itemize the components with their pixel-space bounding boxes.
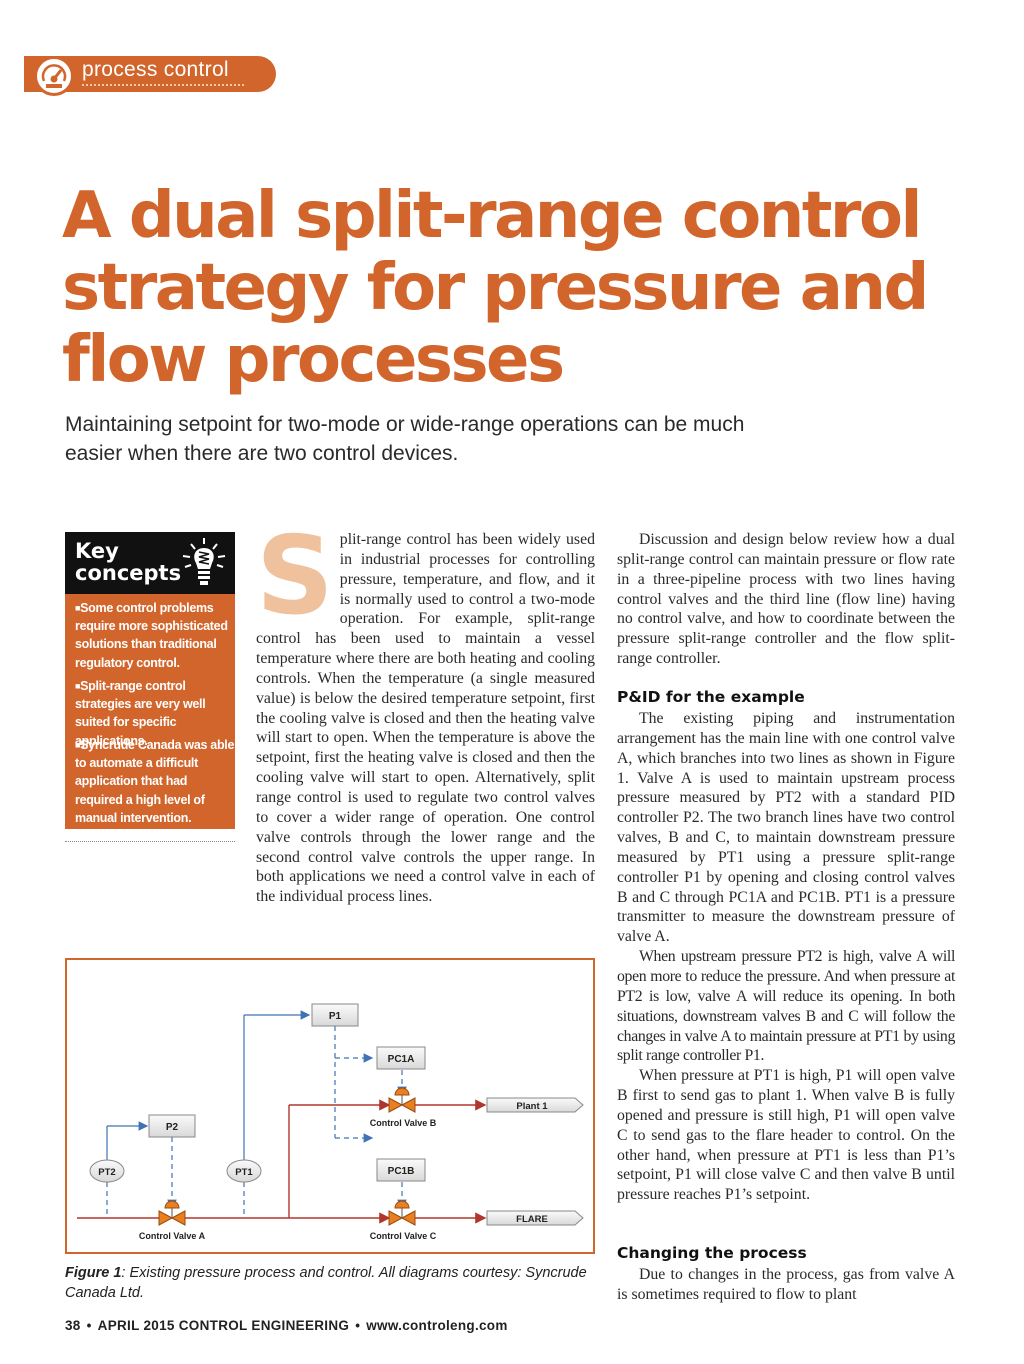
- pt2-bubble: [89, 1159, 125, 1183]
- valve-b-label: Control Valve B: [370, 1118, 437, 1128]
- pc1a-label: PC1A: [388, 1054, 415, 1065]
- figure-caption-label: Figure 1: [65, 1265, 122, 1281]
- body-paragraph: Due to changes in the process, gas from …: [617, 1266, 955, 1303]
- control-valve-b-icon: [388, 1087, 416, 1113]
- flare-label: FLARE: [516, 1214, 548, 1225]
- section-underline: [82, 84, 244, 86]
- flare-arrow: [486, 1210, 584, 1226]
- figure-1: P1 PC1A PC1B P2 PT2 PT1 Control Valve A …: [65, 958, 595, 1254]
- body-paragraph: plit-range control has been widely used …: [256, 531, 595, 906]
- pid-diagram: P1 PC1A PC1B P2 PT2 PT1 Control Valve A …: [77, 1003, 584, 1241]
- key-concept-item: Syncrude Canada was able to automate a d…: [75, 736, 235, 827]
- pc1a-box: [376, 1046, 426, 1070]
- key-concepts-heading: Key concepts: [75, 539, 182, 585]
- body-paragraph: The existing piping and instrumentation …: [617, 710, 955, 946]
- body-column-2: The existing piping and instrumentation …: [617, 709, 955, 1205]
- p1-box: [311, 1003, 359, 1027]
- p2-label: P2: [166, 1122, 179, 1133]
- p2-box: [148, 1114, 196, 1138]
- body-paragraph: When pressure at PT1 is high, P1 will op…: [617, 1067, 955, 1204]
- control-valve-a-icon: [158, 1200, 186, 1226]
- figure-caption-text: : Existing pressure process and control.…: [65, 1265, 587, 1301]
- page-number: 38: [65, 1318, 81, 1333]
- footer-url: www.controleng.com: [366, 1318, 508, 1333]
- figure-caption: Figure 1: Existing pressure process and …: [65, 1263, 595, 1303]
- pt1-label: PT1: [235, 1167, 253, 1178]
- valve-c-label: Control Valve C: [370, 1231, 437, 1241]
- valve-a-label: Control Valve A: [139, 1231, 206, 1241]
- gauge-logo-icon: [34, 56, 74, 96]
- plant1-arrow: [486, 1097, 584, 1113]
- control-valve-c-icon: [388, 1200, 416, 1226]
- pc1b-label: PC1B: [388, 1166, 415, 1177]
- changing-process-heading: Changing the process: [617, 1244, 807, 1262]
- issue-label: APRIL 2015 CONTROL ENGINEERING: [97, 1318, 350, 1333]
- article-title: A dual split-range control strategy for …: [62, 179, 929, 397]
- p1-label: P1: [329, 1011, 342, 1022]
- drop-cap: S: [256, 514, 334, 639]
- pid-heading: P&ID for the example: [617, 688, 805, 706]
- body-paragraph: Discussion and design below review how a…: [617, 531, 955, 668]
- key-concept-item: Some control problems require more sophi…: [75, 599, 235, 672]
- plant1-label: Plant 1: [516, 1101, 548, 1112]
- key-concepts-box: Key concepts Some control problems requi…: [65, 532, 235, 829]
- key-concepts-divider: [65, 841, 235, 842]
- pt2-label: PT2: [98, 1167, 115, 1178]
- page-footer: 38•APRIL 2015 CONTROL ENGINEERING•www.co…: [65, 1318, 508, 1333]
- pt1-bubble: [226, 1159, 262, 1183]
- article-subtitle: Maintaining setpoint for two-mode or wid…: [65, 413, 745, 465]
- body-paragraph: When upstream pressure PT2 is high, valv…: [617, 948, 955, 1065]
- lightbulb-icon: [182, 538, 226, 585]
- pc1b-box: [376, 1158, 426, 1182]
- section-label: process control: [82, 58, 229, 81]
- key-concepts-header: Key concepts: [65, 532, 235, 594]
